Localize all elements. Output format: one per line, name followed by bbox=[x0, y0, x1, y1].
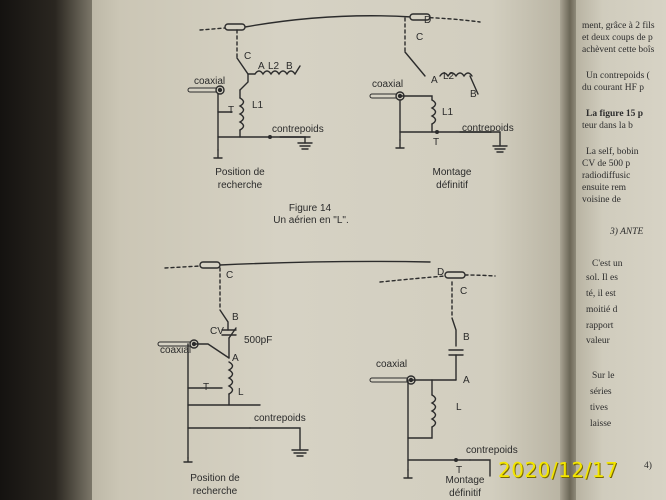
text-line: radiodiffusic bbox=[582, 171, 631, 181]
book-edge-shadow bbox=[0, 0, 100, 500]
label-t: T bbox=[456, 465, 463, 476]
section-heading: 3) ANTE bbox=[610, 227, 644, 237]
label-b: B bbox=[232, 312, 239, 323]
date-stamp: 2020/12/17 bbox=[498, 458, 619, 482]
label-l: L bbox=[456, 402, 462, 413]
label-l: L bbox=[238, 387, 244, 398]
label-contrepoids: contrepoids bbox=[254, 413, 306, 424]
label-l2: L2 bbox=[268, 61, 280, 72]
text-line: La self, bobin bbox=[586, 147, 639, 157]
text-line: rapport bbox=[586, 321, 614, 331]
label-d: D bbox=[424, 15, 432, 26]
label-d: D bbox=[437, 267, 445, 278]
figure14-final-circuit bbox=[369, 13, 508, 153]
label-coaxial: coaxial bbox=[372, 79, 404, 90]
text-line: teur dans la b bbox=[582, 121, 633, 131]
text-line: du courant HF p bbox=[582, 83, 645, 93]
label-l2: L2 bbox=[443, 71, 455, 82]
label-capacitance: 500pF bbox=[244, 335, 273, 346]
label-t: T bbox=[433, 137, 440, 148]
label-l1: L1 bbox=[252, 100, 264, 111]
label-b: B bbox=[470, 89, 477, 100]
label-a: A bbox=[431, 75, 438, 86]
label-coaxial: coaxial bbox=[376, 359, 408, 370]
text-line: 4) bbox=[644, 461, 652, 471]
label-b: B bbox=[286, 61, 293, 72]
figure-number: Figure 14 bbox=[288, 203, 332, 214]
text-line: et deux coups de p bbox=[582, 33, 653, 43]
left-page bbox=[92, 0, 562, 500]
caption-final: Montage définitif bbox=[432, 167, 472, 191]
book-gutter bbox=[560, 0, 578, 500]
figure14-search-circuit bbox=[187, 15, 481, 159]
label-l1: L1 bbox=[442, 107, 454, 118]
text-line: ensuite rem bbox=[582, 183, 627, 193]
text-line: valeur bbox=[586, 336, 610, 346]
label-c: C bbox=[226, 270, 234, 281]
label-a: A bbox=[463, 375, 470, 386]
text-line: La figure 15 p bbox=[586, 109, 644, 119]
text-line: Sur le bbox=[592, 371, 615, 381]
text-line: CV de 500 p bbox=[582, 159, 631, 169]
label-t: T bbox=[228, 105, 235, 116]
text-line: séries bbox=[590, 387, 612, 397]
label-contrepoids: contrepoids bbox=[462, 123, 514, 134]
label-b: B bbox=[463, 332, 470, 343]
text-line: moitié d bbox=[586, 305, 618, 315]
figure15-search-circuit bbox=[157, 260, 431, 463]
caption-final: Montage définitif bbox=[445, 475, 485, 499]
text-line: laisse bbox=[590, 419, 612, 429]
label-coaxial: coaxial bbox=[194, 76, 226, 87]
text-line: Un contrepoids ( bbox=[586, 71, 650, 81]
text-line: té, il est bbox=[586, 289, 616, 299]
caption-search: Position de recherche bbox=[215, 167, 265, 191]
caption-search: Position de recherche bbox=[190, 473, 240, 497]
label-contrepoids: contrepoids bbox=[466, 445, 518, 456]
label-a: A bbox=[232, 353, 239, 364]
label-c: C bbox=[460, 286, 468, 297]
label-c: C bbox=[416, 32, 424, 43]
label-a: A bbox=[258, 61, 265, 72]
text-line: ment, grâce à 2 fils bbox=[582, 21, 655, 31]
label-c: C bbox=[244, 51, 252, 62]
label-cv: CV bbox=[210, 326, 224, 337]
figure15-final-circuit bbox=[369, 271, 496, 479]
label-coaxial: coaxial bbox=[160, 345, 192, 356]
figure-title: Un aérien en "L". bbox=[273, 215, 349, 226]
label-t: T bbox=[203, 382, 210, 393]
right-page: ment, grâce à 2 fils et deux coups de p … bbox=[576, 0, 666, 500]
text-line: C'est un bbox=[592, 259, 623, 269]
text-line: achèvent cette boîs bbox=[582, 45, 655, 55]
text-line: voisine de bbox=[582, 195, 621, 205]
text-line: tives bbox=[590, 403, 608, 413]
text-line: sol. Il es bbox=[586, 273, 618, 283]
label-contrepoids: contrepoids bbox=[272, 124, 324, 135]
